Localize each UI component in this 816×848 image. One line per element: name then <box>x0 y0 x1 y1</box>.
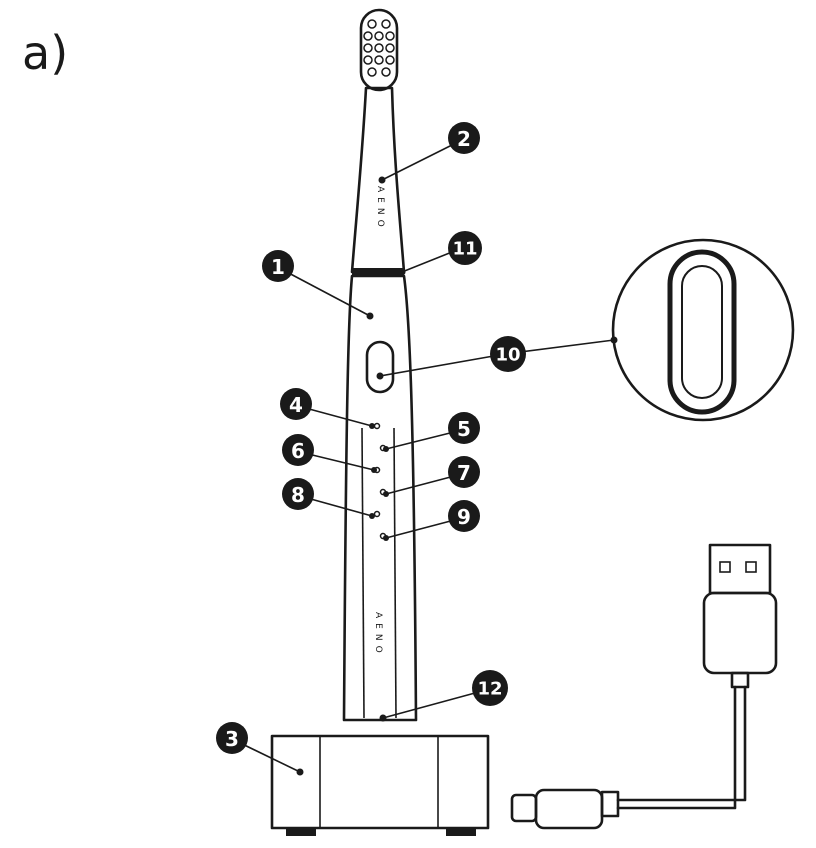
callout-6: 6 <box>282 434 314 466</box>
callout-2: 2 <box>448 122 480 154</box>
callout-8: 8 <box>282 478 314 510</box>
callout-5-label: 5 <box>457 417 471 441</box>
callout-11-label: 11 <box>452 239 477 260</box>
callout-10: 10 <box>490 336 526 372</box>
callout-7-label: 7 <box>457 461 471 485</box>
callout-3: 3 <box>216 722 248 754</box>
callout-12: 12 <box>472 670 508 706</box>
callout-5: 5 <box>448 412 480 444</box>
callout-4-label: 4 <box>289 393 303 417</box>
callout-6-label: 6 <box>291 439 305 463</box>
button-zoom-view <box>611 238 795 422</box>
callout-4: 4 <box>280 388 312 420</box>
brush-neck <box>350 86 406 274</box>
callout-9: 9 <box>448 500 480 532</box>
callout-2-label: 2 <box>457 127 471 151</box>
callout-10-label: 10 <box>495 345 520 366</box>
handle-body <box>342 274 418 722</box>
callout-1: 1 <box>262 250 294 282</box>
callout-1-label: 1 <box>271 255 285 279</box>
head-brand-text: AENO <box>375 186 385 232</box>
brush-head <box>359 8 399 92</box>
callout-12-label: 12 <box>477 679 502 700</box>
panel-label: a) <box>22 26 69 80</box>
callout-11: 11 <box>448 231 482 265</box>
callout-7: 7 <box>448 456 480 488</box>
charging-base <box>270 734 490 836</box>
callout-9-label: 9 <box>457 505 471 529</box>
usb-cable <box>510 543 778 830</box>
callout-3-label: 3 <box>225 727 239 751</box>
brush-ring <box>352 268 404 276</box>
handle-brand-text: AENO <box>373 612 383 658</box>
callout-8-label: 8 <box>291 483 305 507</box>
power-button <box>365 340 395 394</box>
mode-indicators <box>373 422 387 540</box>
